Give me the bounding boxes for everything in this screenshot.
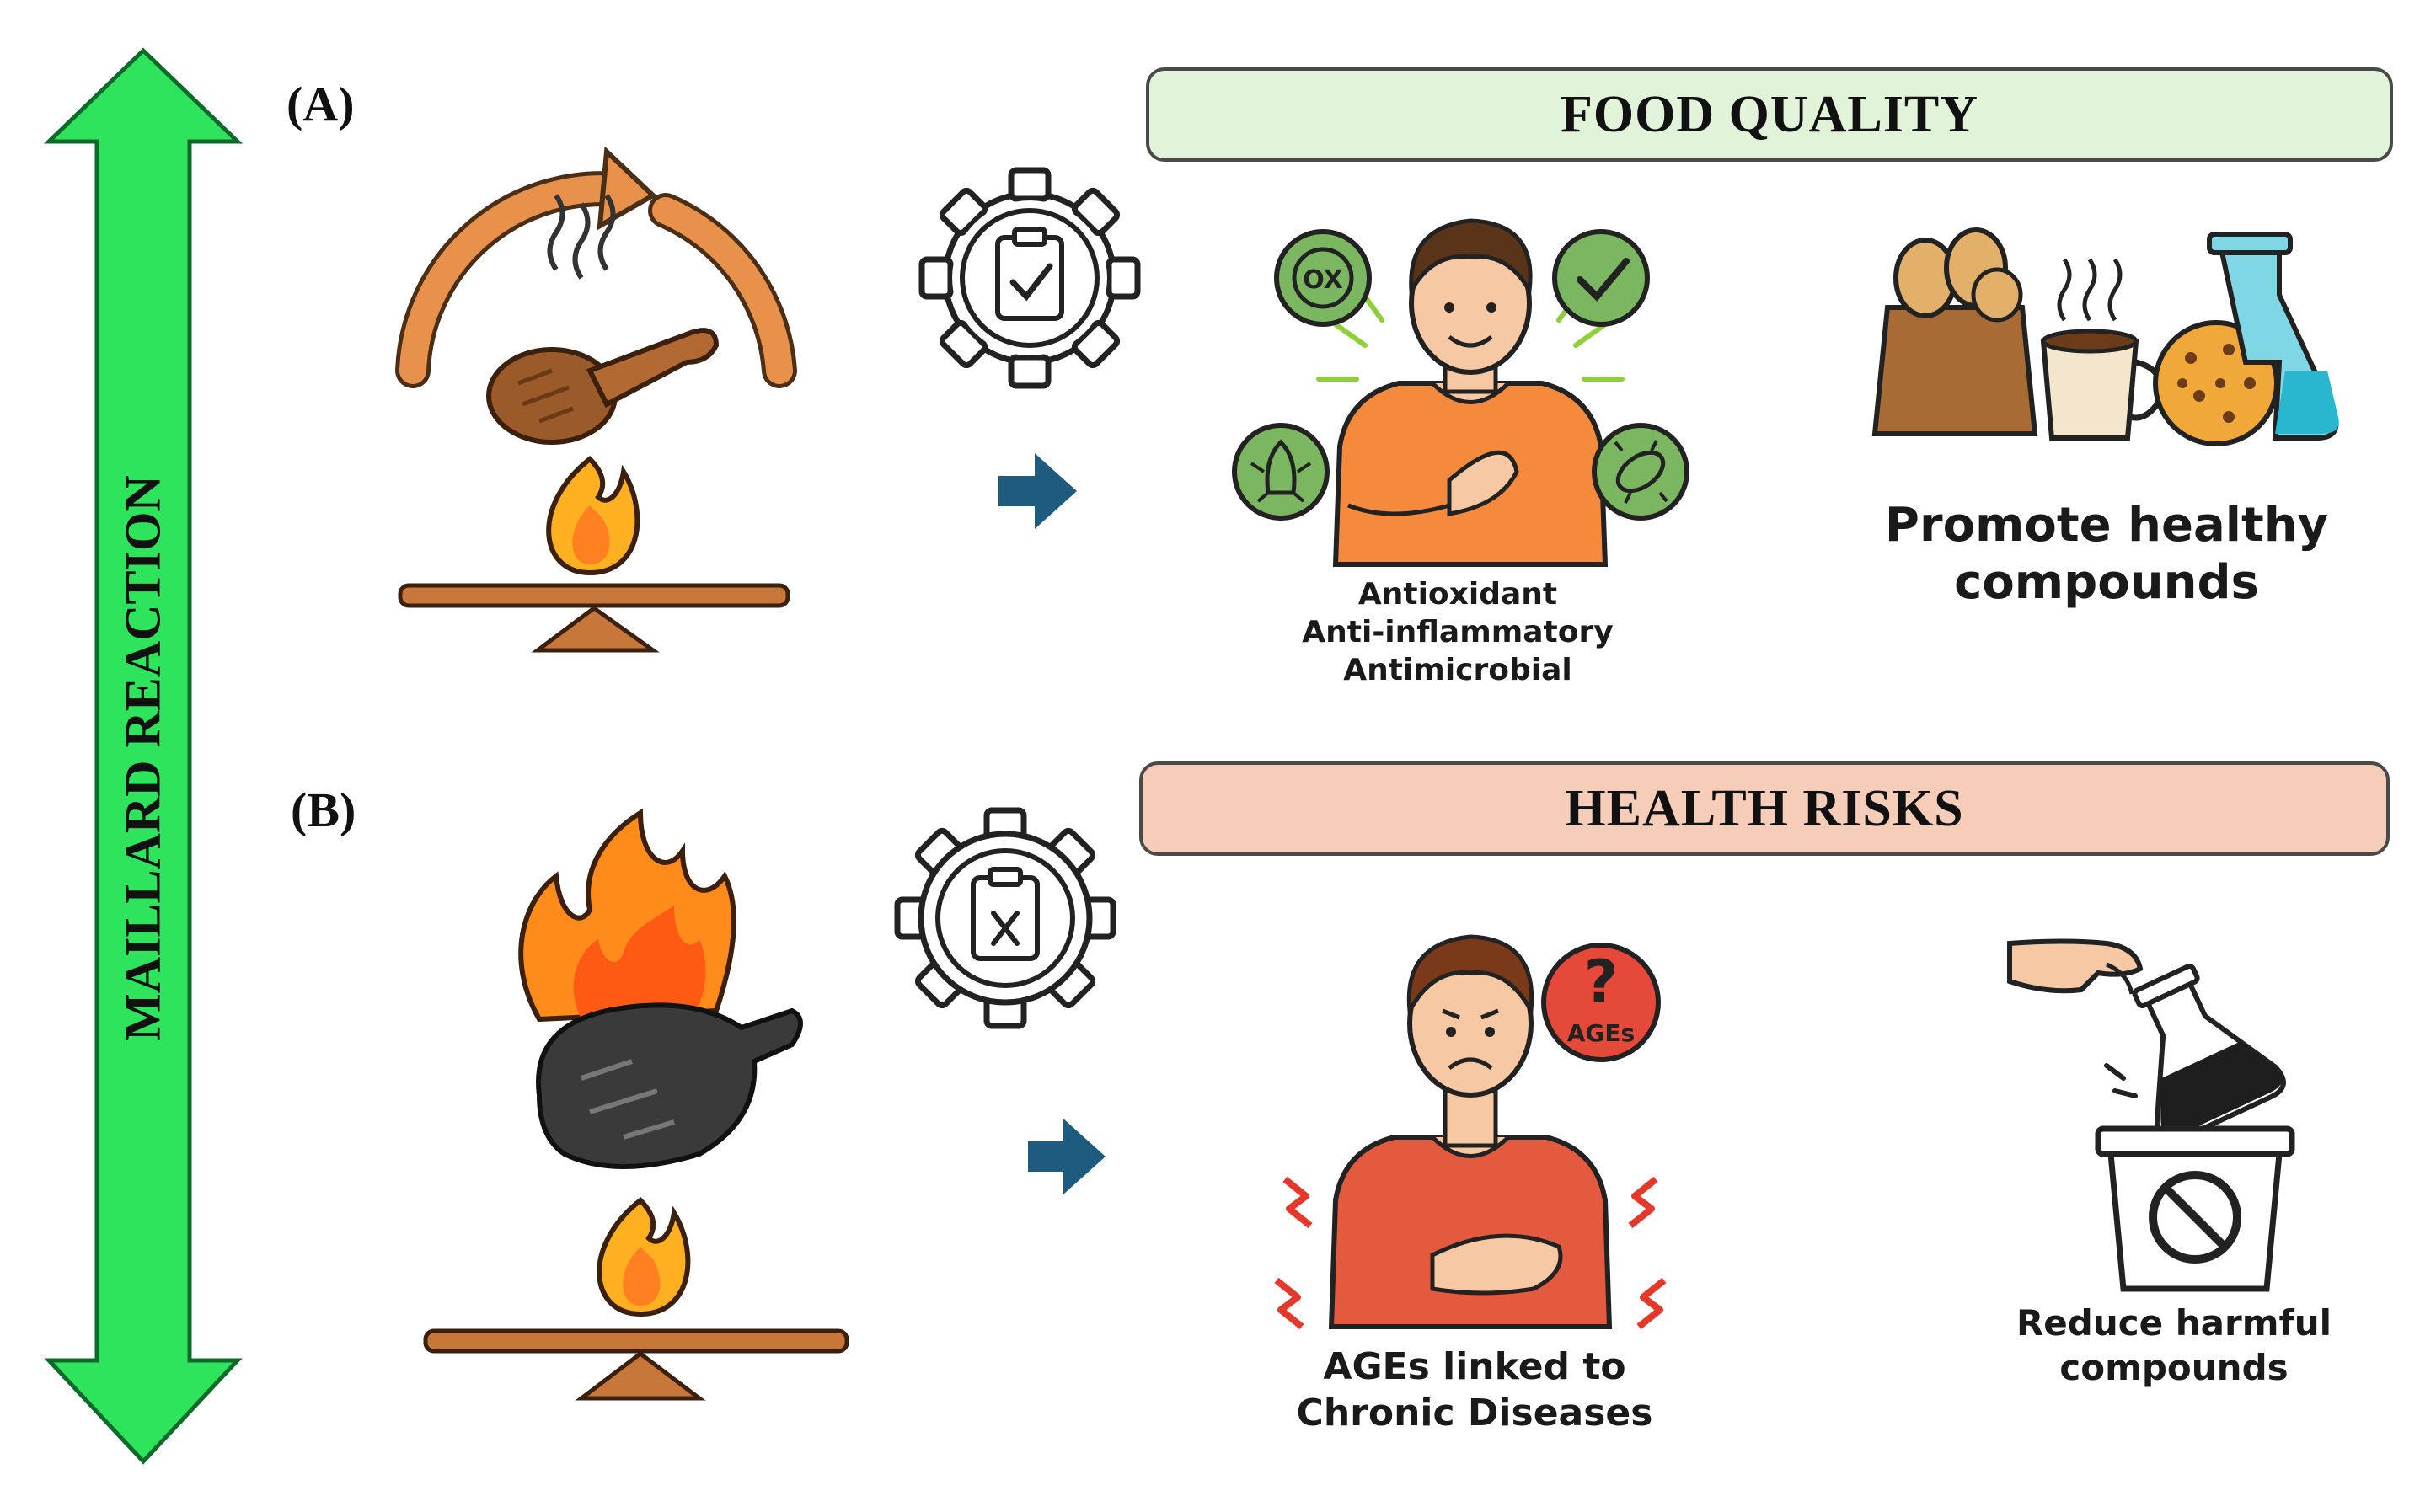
gear-check-icon (918, 167, 1141, 389)
flask-icon (2207, 232, 2339, 441)
flask-icon (2132, 964, 2286, 1144)
caption-promote-line1: Promote healthy (1884, 498, 2329, 553)
reduce-caption: Reduce harmful compounds (1997, 1301, 2351, 1390)
anti-inflammatory-badge-icon (1232, 423, 1330, 521)
promote-caption: Promote healthy compounds (1862, 497, 2351, 612)
caption-promote-line2: compounds (1954, 555, 2259, 611)
ages-badge: ? AGEs (1541, 943, 1661, 1062)
balance-base (398, 583, 790, 653)
caption-ages-line1: AGEs linked to (1323, 1345, 1626, 1388)
flame-icon (597, 1196, 691, 1317)
health-risks-banner: HEALTH RISKS (1139, 761, 2390, 856)
panel-a-label: (A) (286, 77, 355, 131)
caption-reduce-line1: Reduce harmful (2016, 1302, 2332, 1344)
health-risks-title: HEALTH RISKS (1565, 779, 1964, 837)
happy-person-icon (1316, 218, 1625, 567)
caption-ages-line2: Chronic Diseases (1296, 1392, 1653, 1435)
trash-bin-icon (2095, 1125, 2295, 1292)
gear-x-icon (894, 807, 1116, 1029)
flow-arrow-a (998, 453, 1077, 529)
panel-b-label: (B) (291, 783, 356, 837)
flow-arrow-b (1028, 1119, 1106, 1194)
badge-ages-text: AGEs (1567, 1019, 1635, 1047)
badge-ox-text: OX (1303, 265, 1343, 295)
caption-anti-inflammatory: Anti-inflammatory (1302, 615, 1614, 649)
benefits-caption: Antioxidant Anti-inflammatory Antimicrob… (1281, 575, 1635, 689)
antimicrobial-badge-icon (1592, 423, 1689, 521)
food-quality-title: FOOD QUALITY (1561, 85, 1978, 143)
badge-question-mark: ? (1584, 948, 1619, 1017)
hand-icon (2007, 938, 2144, 995)
caption-antimicrobial: Antimicrobial (1343, 653, 1572, 687)
caption-antioxidant: Antioxidant (1357, 577, 1558, 612)
check-badge-icon (1552, 229, 1650, 327)
antioxidant-badge: OX (1274, 229, 1372, 327)
coffee-cup-icon (2040, 258, 2164, 441)
burnt-chicken-icon (518, 808, 803, 1169)
caption-reduce-line2: compounds (2059, 1346, 2289, 1388)
flame-icon (546, 455, 640, 576)
balance-base (423, 1328, 849, 1401)
bread-bag-icon (1871, 227, 2038, 436)
ages-caption: AGEs linked to Chronic Diseases (1264, 1344, 1685, 1436)
food-quality-banner: FOOD QUALITY (1146, 67, 2393, 162)
sick-person-icon (1274, 934, 1667, 1330)
grilled-chicken-icon (395, 146, 797, 445)
